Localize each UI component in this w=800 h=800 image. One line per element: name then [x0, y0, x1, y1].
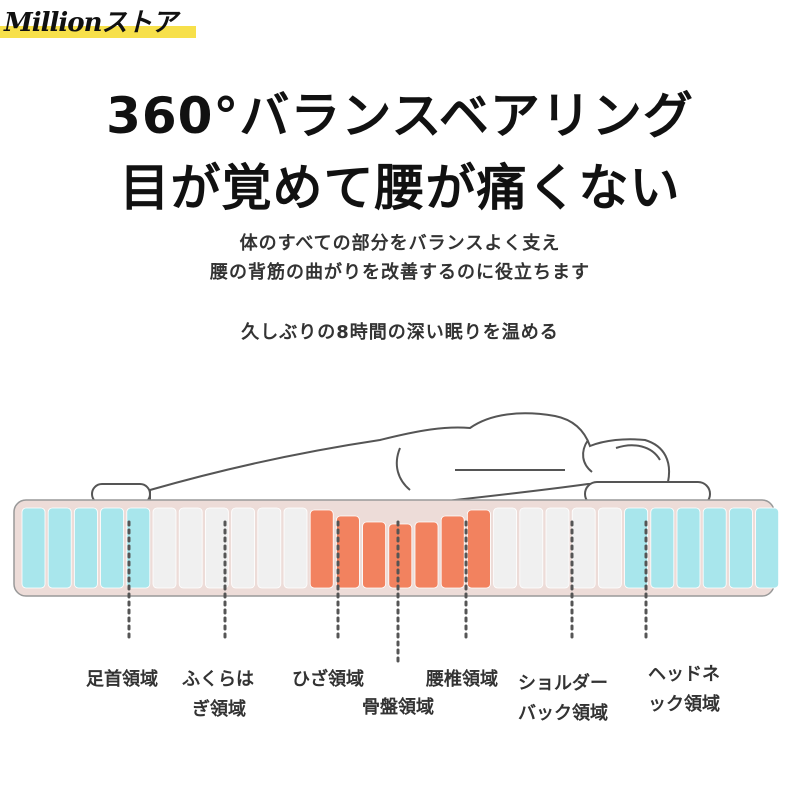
zone-label-calf: ふくらは ぎ領域 [182, 669, 254, 720]
spring-coil [100, 507, 124, 589]
spring-coil [729, 507, 753, 589]
spring-coil [755, 507, 779, 589]
zone-label-ankle: 足首領域 [86, 669, 158, 690]
subtitle-line-1: 体のすべての部分をバランスよく支え [239, 233, 561, 254]
spring-coil [624, 507, 648, 589]
brand-underline-bar [0, 26, 196, 38]
spring-coil [152, 507, 177, 589]
spring-coil [440, 515, 465, 589]
subtitle-line-2: 腰の背筋の曲がりを改善するのに役立ちます [210, 262, 590, 283]
spring-coil [362, 521, 387, 589]
headline-line-1: 360°バランスベアリング [106, 87, 694, 145]
spring-coil [414, 521, 439, 589]
spring-coil [571, 507, 596, 589]
spring-coil [702, 507, 727, 589]
mattress-illustration [13, 412, 779, 664]
spring-coil [74, 507, 98, 589]
spring-coil [309, 509, 334, 589]
spring-coil [21, 507, 46, 589]
headline-line-2: 目が覚めて腰が痛くない [119, 159, 681, 217]
spring-coil [676, 507, 701, 589]
zone-label-lumbar: 腰椎領域 [426, 669, 498, 690]
spring-coil [545, 507, 570, 589]
waist-curve [395, 447, 411, 491]
subtitle-line-3: 久しぶりの8時間の深い眠りを温める [241, 322, 559, 343]
spring-coil [126, 507, 151, 589]
zone-label-knee: ひざ領域 [292, 669, 364, 690]
zone-label-head-neck: ヘッドネ ック領域 [648, 664, 720, 715]
shoulder-curve [582, 439, 593, 473]
zone-leader-lines [127, 520, 648, 664]
spring-coil [650, 507, 675, 589]
spring-coil [204, 507, 229, 589]
spring-coil [47, 507, 72, 589]
spring-coil [231, 507, 256, 589]
spring-coil [519, 507, 544, 589]
brand-logo: Millionストア [0, 0, 200, 44]
spring-coil [388, 523, 413, 589]
zone-label-shoulder-back: ショルダー バック領域 [518, 673, 608, 724]
spring-coil [598, 507, 622, 589]
spring-coil [257, 507, 282, 589]
spring-coil [283, 507, 308, 589]
neck-curve [615, 444, 661, 461]
spring-coil [178, 507, 203, 589]
brand-name: Millionストア [4, 8, 178, 38]
spring-coil [335, 515, 360, 589]
spring-row [21, 507, 779, 589]
zone-label-pelvis: 骨盤領域 [362, 697, 434, 718]
spring-coil [466, 509, 491, 589]
spring-coil [493, 507, 518, 589]
